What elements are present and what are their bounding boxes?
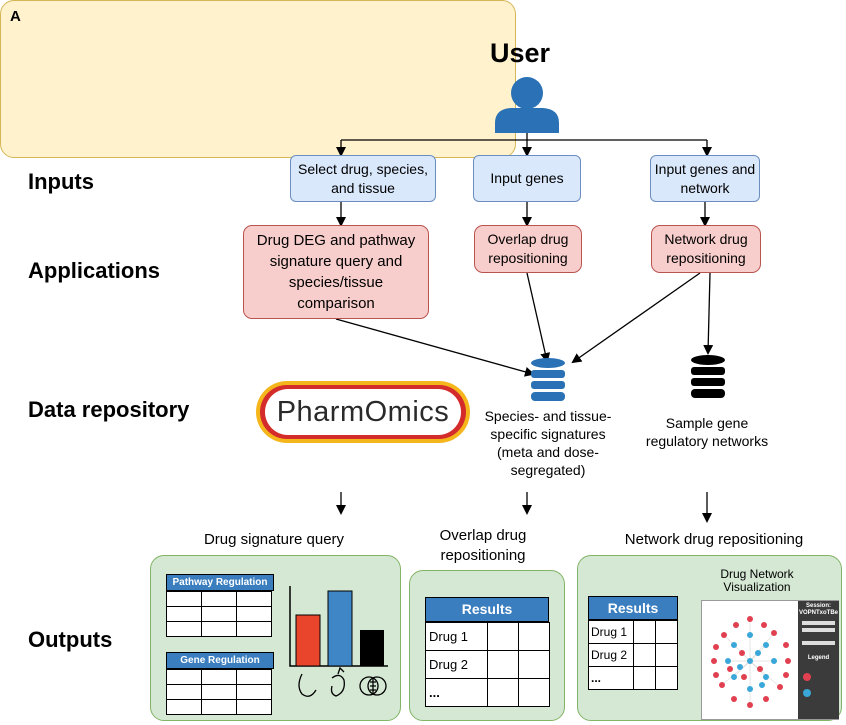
input-genes-network-box: Input genes and network [650,155,760,202]
overlap-row-3-label: ... [425,678,488,707]
network-viz-title: Drug Network Visualization [720,567,794,594]
bar-black [360,630,384,666]
overlap-results-header: Results [425,597,549,622]
row-label-data-repository: Data repository [28,397,190,422]
bar-red [295,614,321,667]
output-panel-overlap: Results Drug 1 Drug 2 ... [409,570,565,721]
gene-table [166,669,272,715]
gene-table-header: Gene Regulation [166,652,274,669]
network-results-table: Drug 1 Drug 2 ... [588,620,678,690]
bar-chart-thumbnail [289,586,388,697]
user-icon [495,77,559,133]
organ-icons [298,666,387,697]
pathway-table [166,591,272,637]
input-select-drug-label: Select drug, species, and tissue [298,160,428,196]
networks-label: Sample gene regulatory networks [645,415,769,449]
network-viz-sidebar: Session: VOPNTxoTBe Legend [798,601,839,719]
network-row-3-label: ... [588,666,634,690]
application-overlap-label: Overlap drug repositioning [487,231,569,266]
database-icon-signatures [531,358,565,401]
row-label-inputs: Inputs [28,169,94,194]
network-graph [711,616,791,708]
application-network-box: Network drug repositioning [651,225,761,273]
pharmomics-logo-text: PharmOmics [276,396,450,428]
row-label-applications: Applications [28,258,161,283]
data-repository-panel [0,0,516,158]
network-viz-screenshot: Session: VOPNTxoTBe Legend [701,600,839,720]
network-row-1-label: Drug 1 [588,620,634,644]
output-heading-signature-query: Drug signature query [203,531,345,548]
panel-letter: A [10,8,21,25]
output-heading-network: Network drug repositioning [624,531,804,548]
overlap-row-2-label: Drug 2 [425,650,488,679]
output-panel-network: Results Drug 1 Drug 2 ... Drug Network V… [577,555,842,721]
database-icon-networks [691,355,725,398]
application-signature-query-label: Drug DEG and pathway signature query and… [256,232,416,312]
overlap-row-1-label: Drug 1 [425,622,488,651]
network-row-2-label: Drug 2 [588,643,634,667]
legend-red-dot [803,673,811,681]
input-genes-label: Input genes [490,170,564,186]
pharmomics-logo: PharmOmics [256,381,470,443]
session-title: Session: VOPNTxoTBe [798,603,838,616]
input-genes-box: Input genes [473,155,581,202]
input-genes-network-label: Input genes and network [654,160,756,196]
application-overlap-box: Overlap drug repositioning [474,225,582,273]
row-label-outputs: Outputs [28,627,113,652]
legend-blue-dot [803,689,811,697]
application-network-label: Network drug repositioning [664,231,748,266]
overlap-results-table: Drug 1 Drug 2 ... [425,622,550,707]
legend-title: Legend [807,655,830,661]
bar-blue [327,590,353,667]
signatures-label: Species- and tissue-specific signatures … [484,408,612,478]
application-signature-query-box: Drug DEG and pathway signature query and… [243,225,429,319]
pathway-table-header: Pathway Regulation [166,574,274,591]
output-panel-signature-query: Pathway Regulation Gene Regulation [150,555,401,721]
output-heading-overlap: Overlap drug repositioning [439,527,527,564]
user-title: User [489,38,551,68]
input-select-drug-box: Select drug, species, and tissue [290,155,436,202]
network-results-header: Results [588,596,678,620]
